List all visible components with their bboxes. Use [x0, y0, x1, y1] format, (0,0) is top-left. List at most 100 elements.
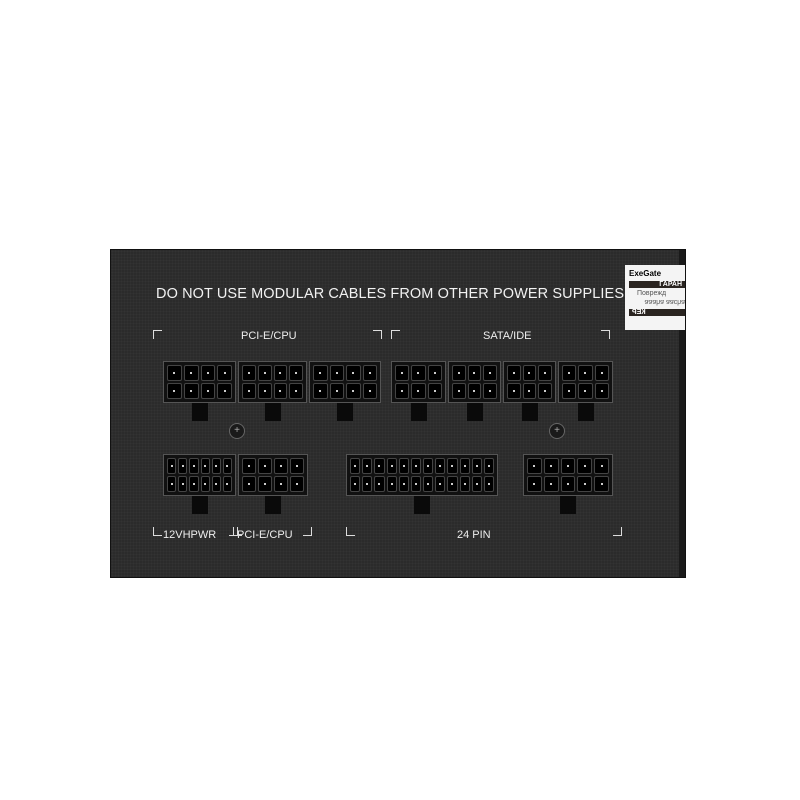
connector-latch: [337, 403, 353, 421]
pin: [374, 476, 385, 492]
pin: [189, 476, 199, 492]
pin: [346, 365, 361, 381]
connector-latch: [264, 403, 281, 421]
connector-latch: [414, 496, 430, 514]
pin: [167, 476, 177, 492]
bracket-mark: [346, 527, 355, 536]
pin: [362, 383, 377, 399]
pin: [459, 458, 470, 474]
pin: [386, 476, 397, 492]
connector-socket[interactable]: [558, 361, 613, 403]
connector-socket[interactable]: [448, 361, 501, 403]
pin: [222, 458, 232, 474]
connector-socket[interactable]: [163, 454, 236, 496]
pin: [538, 365, 552, 381]
pin: [374, 458, 385, 474]
warning-text: DO NOT USE MODULAR CABLES FROM OTHER POW…: [156, 286, 625, 302]
pin: [258, 458, 272, 474]
connector-socket[interactable]: [391, 361, 446, 403]
bracket-mark: [303, 527, 312, 536]
pin: [427, 365, 442, 381]
connector-socket[interactable]: [346, 454, 498, 496]
pin: [217, 383, 232, 399]
pin: [395, 365, 410, 381]
connector-socket[interactable]: [309, 361, 381, 403]
pin: [222, 476, 232, 492]
pin: [560, 458, 576, 474]
bracket-mark: [153, 527, 162, 536]
connector-socket[interactable]: [523, 454, 613, 496]
label-pcie-cpu-bottom: PCI-E/CPU: [237, 529, 293, 541]
pin: [427, 383, 442, 399]
pin: [200, 476, 210, 492]
bracket-mark: [601, 330, 610, 339]
pin: [242, 458, 256, 474]
connector-socket[interactable]: [163, 361, 236, 403]
pin: [471, 476, 482, 492]
pin: [483, 383, 497, 399]
sticker-text-mirrored: ɐɥɔɐɐ ɐɥɐɐɐ: [644, 299, 685, 306]
pin: [398, 458, 409, 474]
connector-socket[interactable]: [238, 454, 308, 496]
pin: [167, 365, 182, 381]
pin: [274, 476, 288, 492]
pin: [178, 458, 188, 474]
pin: [410, 476, 421, 492]
label-pcie-cpu-top: PCI-E/CPU: [241, 330, 297, 342]
pin: [189, 458, 199, 474]
pin: [362, 458, 373, 474]
pin: [435, 458, 446, 474]
connector-latch: [410, 403, 427, 421]
pin: [594, 458, 609, 474]
pin: [423, 458, 434, 474]
pin: [467, 383, 482, 399]
bracket-mark: [233, 527, 242, 536]
pin: [483, 476, 494, 492]
pin: [290, 476, 304, 492]
bracket-mark: [391, 330, 400, 339]
pin: [594, 383, 609, 399]
pin: [578, 365, 593, 381]
pin: [452, 383, 466, 399]
pin: [167, 383, 182, 399]
sticker-text: Поврежд: [637, 290, 667, 297]
pin: [350, 458, 361, 474]
pin: [313, 383, 328, 399]
pin: [423, 476, 434, 492]
pin: [289, 365, 303, 381]
bracket-mark: [613, 527, 622, 536]
pin: [346, 383, 361, 399]
pin: [577, 476, 593, 492]
pin: [183, 365, 199, 381]
pin: [507, 383, 521, 399]
pin: [258, 476, 272, 492]
pin: [395, 383, 410, 399]
pin: [200, 365, 216, 381]
pin: [273, 365, 288, 381]
pin: [362, 476, 373, 492]
pin: [522, 365, 537, 381]
sticker-brand: ExeGate: [629, 269, 662, 278]
pin: [562, 365, 577, 381]
connector-latch: [466, 403, 483, 421]
pin: [594, 365, 609, 381]
pin: [398, 476, 409, 492]
pin: [211, 458, 221, 474]
pin: [447, 458, 458, 474]
label-sata-ide: SATA/IDE: [483, 330, 532, 342]
pin: [507, 365, 521, 381]
pin: [527, 458, 542, 474]
pin: [183, 383, 199, 399]
pin: [452, 365, 466, 381]
pin: [459, 476, 470, 492]
connector-socket[interactable]: [503, 361, 556, 403]
pin: [410, 458, 421, 474]
pin: [273, 383, 288, 399]
pin: [289, 383, 303, 399]
pin: [200, 383, 216, 399]
pin: [274, 458, 288, 474]
pin: [483, 458, 494, 474]
pin: [242, 383, 256, 399]
connector-socket[interactable]: [238, 361, 307, 403]
pin: [471, 458, 482, 474]
